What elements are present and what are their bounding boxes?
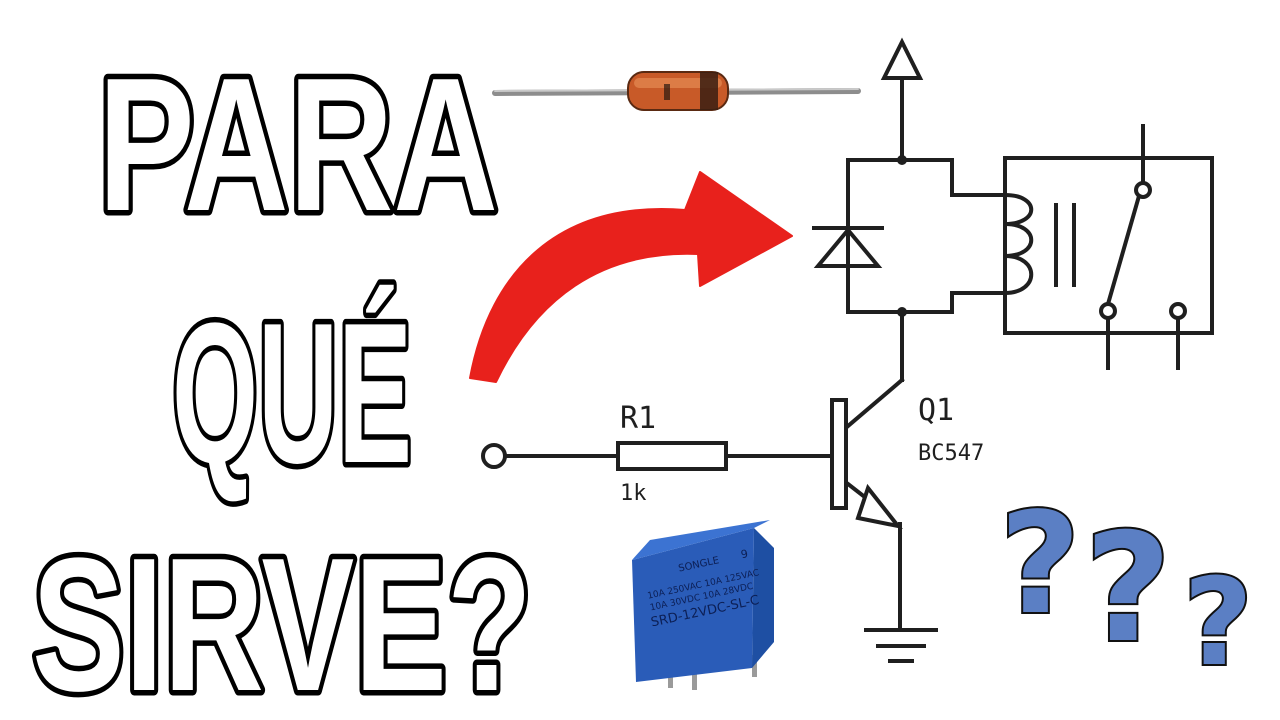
relay-switch-icon bbox=[1099, 124, 1187, 370]
question-mark-icon: ? bbox=[1183, 554, 1253, 693]
transistor-ref-label: Q1 bbox=[918, 393, 954, 428]
relay-photo: SONGLE 9 10A 250VAC 10A 125VAC 10A 30VDC… bbox=[632, 520, 774, 690]
relay-coil-icon bbox=[1002, 192, 1076, 296]
resistor-ref-label: R1 bbox=[620, 401, 656, 436]
headline: PARA QUÉ SIRVE? bbox=[27, 34, 538, 720]
red-arrow-icon bbox=[469, 171, 793, 383]
input-terminal-icon bbox=[481, 443, 507, 469]
headline-line-1: PARA bbox=[98, 39, 498, 251]
resistor-value-label: 1k bbox=[620, 481, 647, 506]
question-mark-icon: ? bbox=[1084, 502, 1171, 676]
ground-icon bbox=[864, 628, 938, 663]
headline-line-3: SIRVE? bbox=[32, 519, 532, 720]
resistor-symbol-icon bbox=[616, 441, 728, 471]
question-mark-icon: ? bbox=[999, 483, 1080, 646]
transistor-part-label: BC547 bbox=[918, 441, 984, 466]
diode-photo bbox=[492, 71, 861, 111]
diode-symbol-icon bbox=[812, 226, 884, 268]
question-marks: ? ? ? bbox=[997, 481, 1254, 695]
circuit-schematic: R1 1k Q1 BC547 bbox=[481, 37, 1214, 663]
headline-line-2: QUÉ bbox=[172, 282, 412, 505]
vcc-arrow-icon bbox=[880, 37, 924, 80]
relay-pin-count: 9 bbox=[740, 547, 750, 561]
emitter-arrow-icon bbox=[855, 483, 903, 530]
